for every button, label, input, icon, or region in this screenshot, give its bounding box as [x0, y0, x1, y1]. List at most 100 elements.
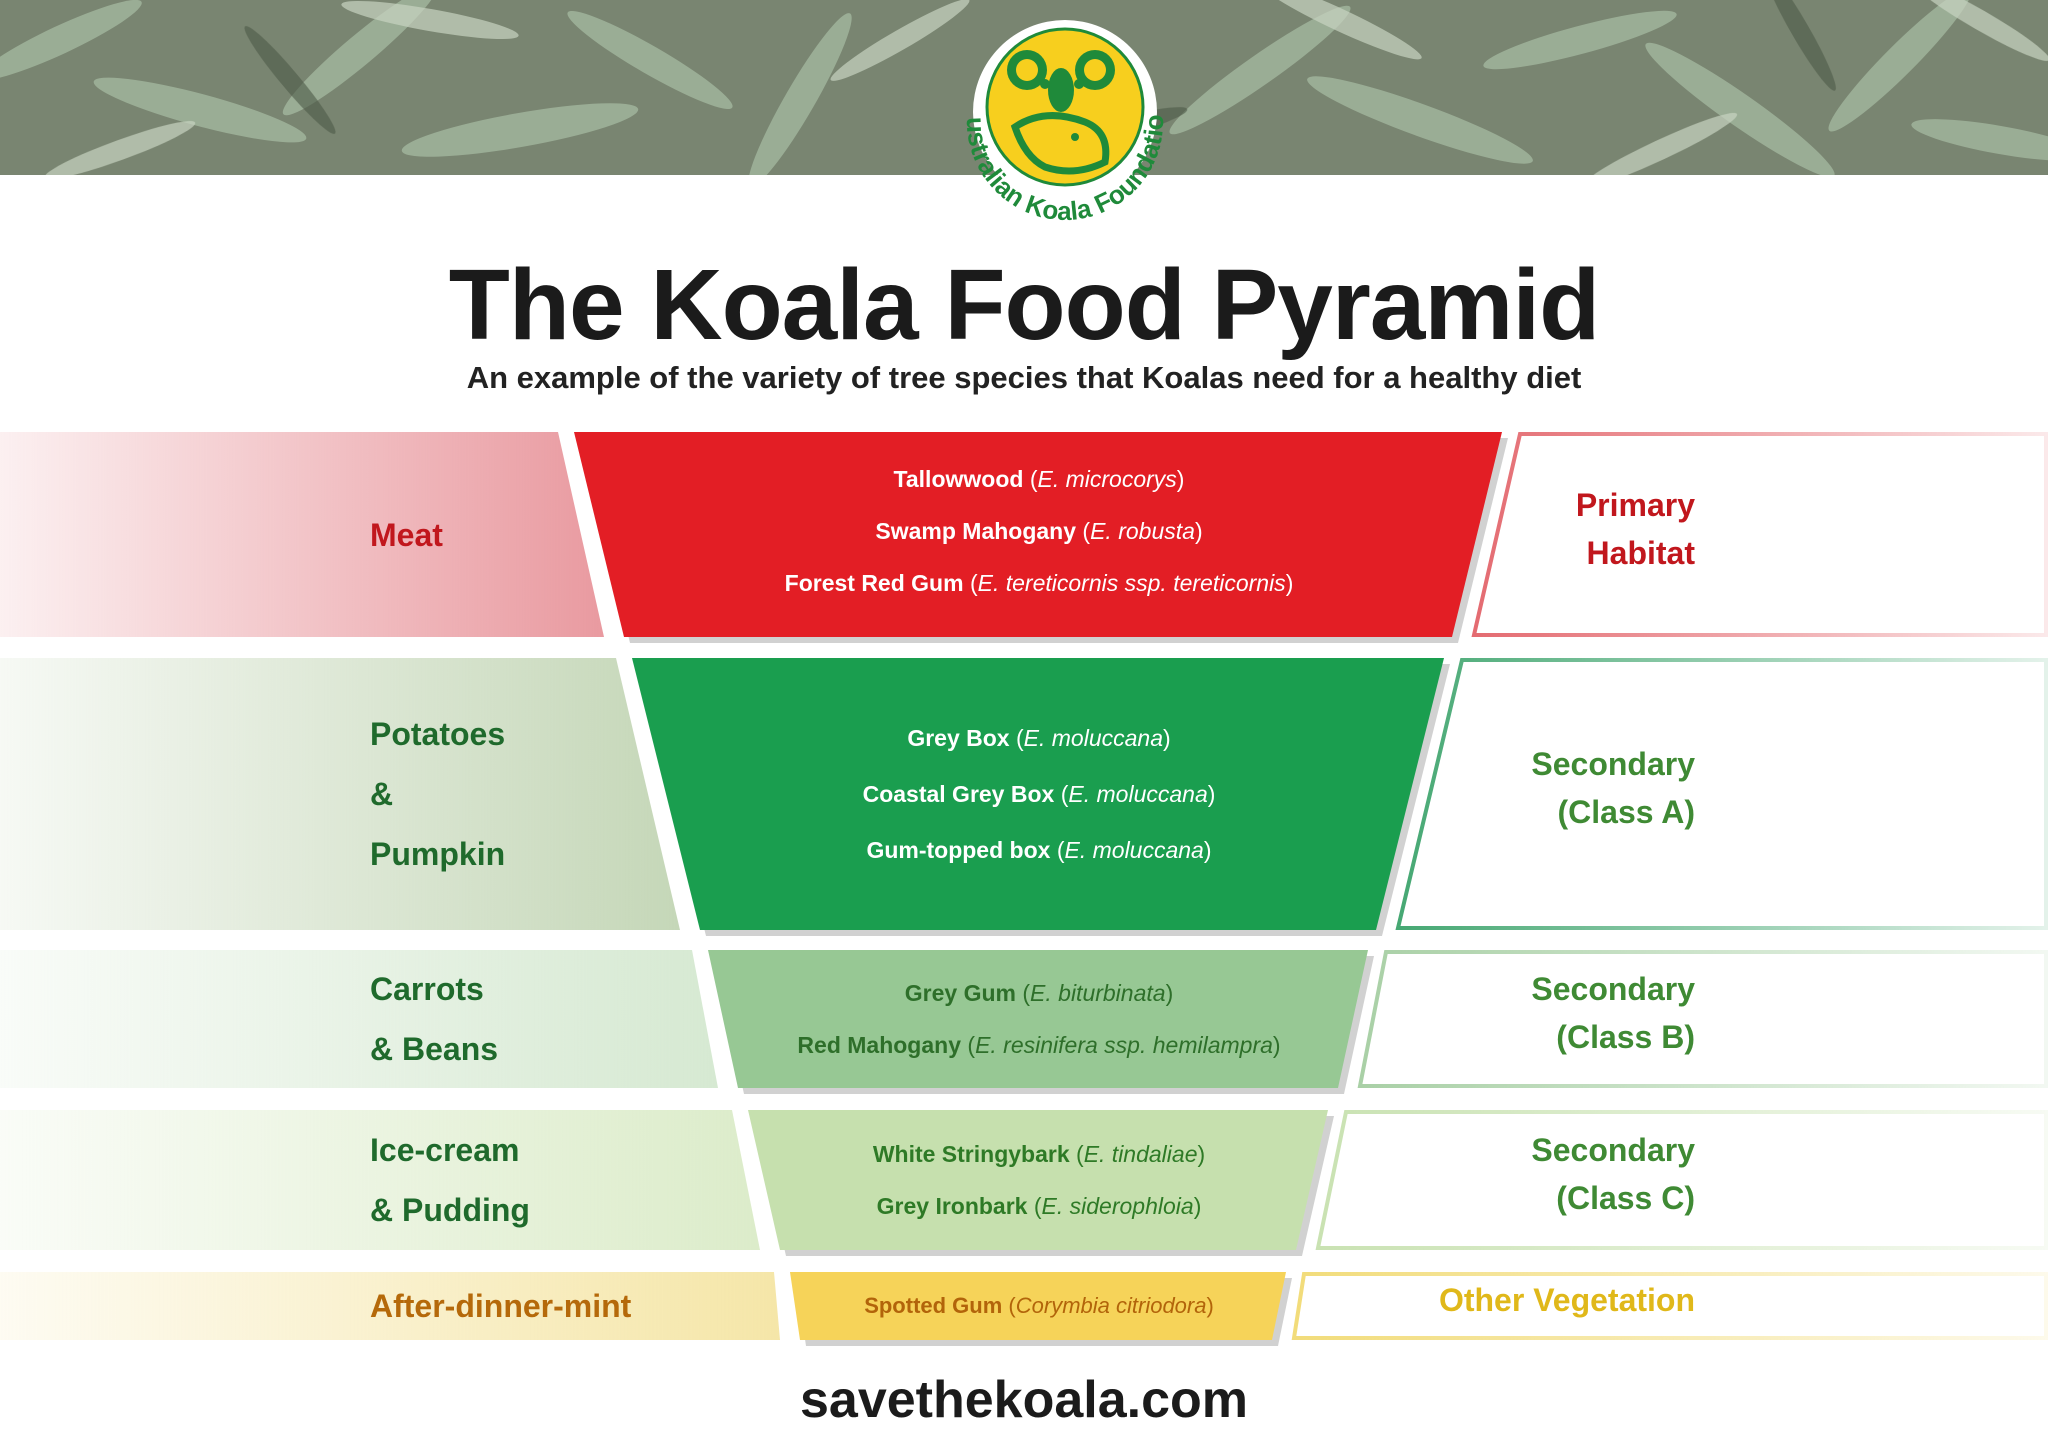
species-item: White Stringybark (E. tindaliae)	[0, 1128, 2048, 1180]
species-scientific-name: E. microcorys	[1037, 465, 1177, 492]
tier-species-list: Grey Gum (E. biturbinata)Red Mahogany (E…	[0, 967, 2048, 1071]
tier-species-list: Spotted Gum (Corymbia citriodora)	[0, 1286, 2048, 1326]
tier-right-band	[1471, 432, 2048, 637]
tier-food-label-line: Pumpkin	[370, 836, 506, 872]
tier-habitat-label: Secondary (Class C)	[1531, 1126, 1695, 1222]
tier-habitat-label-line: (Class C)	[1556, 1180, 1695, 1216]
tier-food-label-line: Meat	[370, 516, 443, 553]
species-paren-close: )	[1272, 1032, 1281, 1058]
species-paren-close: )	[1163, 725, 1171, 751]
tier-center-block	[748, 1110, 1328, 1250]
species-paren-close: )	[1165, 980, 1174, 1006]
species-common-name: Gum-topped box	[866, 837, 1051, 863]
tier-food-label: Meat	[370, 511, 443, 559]
tier-right-band	[1395, 658, 2048, 930]
species-paren-open: (	[961, 1032, 976, 1058]
tier-food-label-line: & Pudding	[370, 1192, 530, 1228]
species-paren-close: )	[1197, 1141, 1206, 1167]
species-common-name: Grey Gum	[904, 980, 1016, 1006]
species-scientific-name: E. moluccana	[1023, 725, 1163, 751]
species-item: Grey Gum (E. biturbinata)	[0, 967, 2048, 1019]
species-paren-open: (	[1023, 465, 1038, 492]
tier-habitat-label-line: Habitat	[1586, 534, 1695, 571]
page-subtitle: An example of the variety of tree specie…	[466, 360, 1582, 395]
tier-food-label: Potatoes & Pumpkin	[370, 704, 505, 884]
species-item: Forest Red Gum (E. tereticornis ssp. ter…	[0, 557, 2048, 609]
species-item: Gum-topped box (E. moluccana)	[0, 822, 2048, 878]
website-url: savethekoala.com	[799, 1371, 1249, 1429]
species-scientific-name: E. siderophloia	[1041, 1193, 1194, 1219]
species-paren-open: (	[1069, 1141, 1084, 1167]
tier-habitat-label-line: Primary	[1575, 486, 1695, 523]
tier-food-label-line: & Beans	[370, 1031, 499, 1067]
tier-habitat-label-line: Secondary	[1531, 746, 1695, 782]
species-common-name: Swamp Mahogany	[875, 517, 1077, 544]
tier-food-label: Carrots & Beans	[370, 959, 498, 1079]
tier-habitat-label-line: Other Vegetation	[1438, 1282, 1695, 1318]
tier-left-band	[0, 1272, 780, 1340]
tier-species-list: Grey Box (E. moluccana)Coastal Grey Box …	[0, 710, 2048, 878]
tier-center-block	[632, 658, 1444, 930]
species-paren-close: )	[1206, 1293, 1214, 1318]
akf-logo: Australian Koala Foundation	[936, 0, 1185, 252]
species-item: Red Mahogany (E. resinifera ssp. hemilam…	[0, 1019, 2048, 1071]
tier-habitat-label-line: Secondary	[1531, 1132, 1695, 1168]
species-common-name: Red Mahogany	[797, 1032, 961, 1058]
species-common-name: White Stringybark	[872, 1141, 1070, 1167]
tier-food-label-line: Potatoes	[370, 716, 506, 752]
species-paren-open: (	[1002, 1293, 1016, 1318]
species-paren-close: )	[1203, 837, 1212, 863]
tier-food-label-line: Ice-cream	[370, 1132, 520, 1168]
species-item: Tallowwood (E. microcorys)	[0, 453, 2048, 505]
species-paren-open: (	[1054, 781, 1069, 807]
species-scientific-name: E. robusta	[1090, 517, 1195, 544]
species-scientific-name: E. biturbinata	[1030, 980, 1166, 1006]
species-paren-close: )	[1285, 569, 1294, 596]
species-paren-open: (	[1050, 837, 1065, 863]
tier-center-block	[574, 432, 1502, 637]
species-paren-open: (	[963, 569, 978, 596]
species-scientific-name: E. tindaliae	[1083, 1141, 1198, 1167]
tier-center-block	[708, 950, 1368, 1088]
species-item: Grey Box (E. moluccana)	[0, 710, 2048, 766]
species-scientific-name: E. moluccana	[1068, 781, 1208, 807]
tier-habitat-label: Other Vegetation	[1439, 1276, 1695, 1324]
tier-food-label: Ice-cream & Pudding	[370, 1120, 530, 1240]
tier-food-label-line: &	[370, 776, 394, 812]
species-paren-close: )	[1193, 1193, 1202, 1219]
tier-left-band	[0, 432, 604, 637]
species-common-name: Forest Red Gum	[784, 569, 964, 596]
species-scientific-name: E. tereticornis ssp. tereticornis	[977, 569, 1286, 596]
species-common-name: Grey Ironbark	[876, 1193, 1028, 1219]
tier-species-list: Tallowwood (E. microcorys)Swamp Mahogany…	[0, 453, 2048, 609]
species-paren-open: (	[1027, 1193, 1042, 1219]
species-paren-close: )	[1207, 781, 1216, 807]
species-scientific-name: E. moluccana	[1064, 837, 1204, 863]
species-item: Spotted Gum (Corymbia citriodora)	[0, 1286, 2048, 1326]
species-common-name: Spotted Gum	[864, 1293, 1003, 1318]
tier-habitat-label-line: (Class B)	[1556, 1019, 1695, 1055]
species-common-name: Coastal Grey Box	[862, 781, 1055, 807]
tier-right-band	[1315, 1110, 2048, 1250]
species-paren-open: (	[1009, 725, 1024, 751]
tier-food-label: After-dinner-mint	[370, 1282, 631, 1330]
tier-left-band	[0, 658, 680, 930]
tier-food-label-line: After-dinner-mint	[370, 1288, 632, 1324]
tier-species-list: White Stringybark (E. tindaliae)Grey Iro…	[0, 1128, 2048, 1232]
tier-habitat-label: Secondary(Class B)	[1531, 965, 1695, 1061]
species-item: Grey Ironbark (E. siderophloia)	[0, 1180, 2048, 1232]
species-common-name: Grey Box	[907, 725, 1010, 751]
tier-right-band	[1357, 950, 2048, 1088]
species-paren-open: (	[1015, 980, 1031, 1006]
tier-center-block	[790, 1272, 1286, 1340]
tier-food-label-line: Carrots	[370, 971, 484, 1007]
species-common-name: Tallowwood	[893, 465, 1024, 492]
species-item: Swamp Mahogany (E. robusta)	[0, 505, 2048, 557]
tier-left-band	[0, 1110, 760, 1250]
page-title: The Koala Food Pyramid	[448, 249, 1600, 361]
tier-right-band	[1291, 1272, 2048, 1340]
tier-habitat-label-line: (Class A)	[1557, 794, 1695, 830]
species-paren-close: )	[1176, 465, 1185, 492]
